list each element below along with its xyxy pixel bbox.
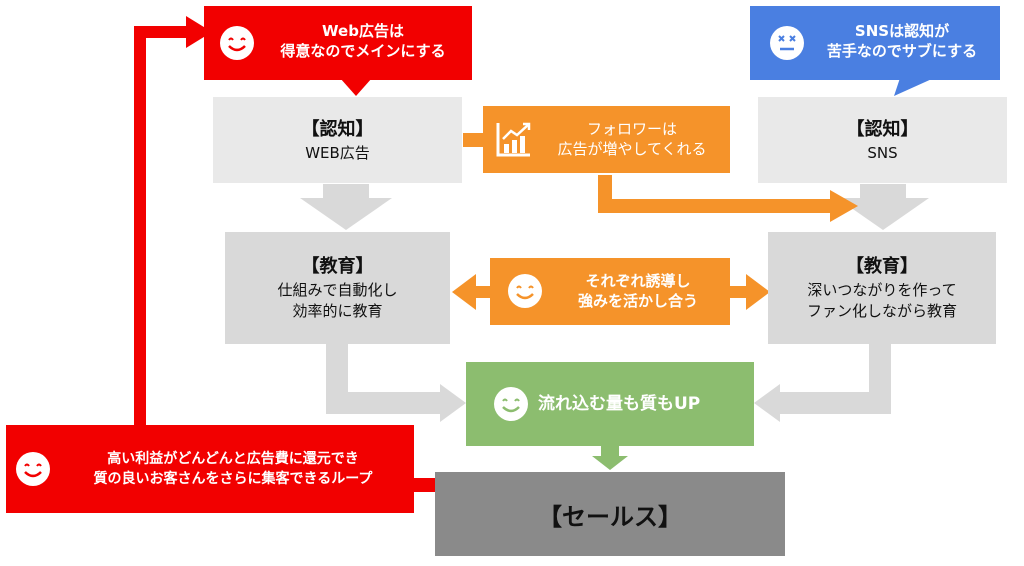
- follower-flow-arrowhead: [830, 190, 858, 222]
- sns-callout-tail: [894, 78, 934, 96]
- mutual-strength-box: それぞれ誘導し 強みを活かし合う: [490, 258, 730, 325]
- left-to-green-arrowhead: [440, 384, 466, 422]
- right-education-title: 【教育】: [846, 256, 918, 277]
- left-awareness-sub: WEB広告: [305, 143, 370, 162]
- right-to-green-line: [778, 344, 891, 414]
- smile-face-icon: [16, 452, 50, 486]
- left-awareness-title: 【認知】: [301, 118, 374, 140]
- right-to-green-arrowhead: [754, 384, 780, 422]
- loop-line2: 質の良いお客さんをさらに集客できるループ: [93, 471, 373, 487]
- left-education-line1: 仕組みで自動化し: [277, 281, 398, 299]
- web-callout-line2: 得意なのでメインにする: [280, 42, 446, 60]
- double-arrow-left-head: [452, 274, 476, 310]
- right-awareness-box: 【認知】 SNS: [758, 97, 1007, 183]
- sns-callout-line2: 苦手なのでサブにする: [826, 42, 978, 60]
- green-down-arrow: [592, 446, 628, 470]
- left-to-green-line: [326, 344, 442, 414]
- mutual-line1: それぞれ誘導し: [585, 272, 691, 290]
- left-education-title: 【教育】: [301, 256, 374, 277]
- smile-face-icon: [494, 387, 528, 421]
- loop-line1: 高い利益がどんどんと広告費に還元でき: [107, 451, 359, 467]
- smile-face-icon: [220, 26, 254, 60]
- loop-return-line: [134, 26, 188, 425]
- dizzy-face-icon: [770, 26, 804, 60]
- right-education-line1: 深いつながりを作って: [807, 281, 957, 299]
- follower-flow-line: [598, 175, 835, 213]
- right-education-line2: ファン化しながら教育: [806, 302, 957, 320]
- right-awareness-sub: SNS: [867, 143, 898, 162]
- web-callout-tail: [340, 78, 372, 96]
- smile-face-icon: [508, 274, 542, 308]
- left-down-arrow: [300, 184, 392, 230]
- left-education-line2: 効率的に教育: [292, 302, 383, 320]
- web-callout-line1: Web広告は: [322, 22, 404, 40]
- left-education-box: 【教育】 仕組みで自動化し 効率的に教育: [225, 232, 450, 344]
- mutual-line2: 強みを活かし合う: [577, 292, 698, 310]
- right-awareness-title: 【認知】: [846, 118, 919, 140]
- follower-box: フォロワーは 広告が増やしてくれる: [483, 106, 730, 173]
- web-ad-callout: Web広告は 得意なのでメインにする: [204, 6, 472, 80]
- right-education-box: 【教育】 深いつながりを作って ファン化しながら教育: [768, 232, 996, 344]
- sales-box: 【セールス】: [435, 472, 785, 556]
- profit-loop-box: 高い利益がどんどんと広告費に還元でき 質の良いお客さんをさらに集客できるループ: [6, 425, 414, 513]
- sns-callout: SNSは認知が 苦手なのでサブにする: [750, 6, 1000, 80]
- double-arrow-right-head: [746, 274, 770, 310]
- quality-up-text: 流れ込む量も質もUP: [538, 394, 701, 414]
- loop-return-arrowhead: [186, 16, 212, 48]
- right-down-arrow: [837, 184, 929, 230]
- follower-line2: 広告が増やしてくれる: [557, 140, 707, 158]
- growth-chart-icon: [495, 120, 533, 158]
- quality-up-box: 流れ込む量も質もUP: [466, 362, 754, 446]
- sales-text: 【セールス】: [538, 502, 682, 531]
- left-awareness-box: 【認知】 WEB広告: [213, 97, 462, 183]
- sns-callout-line1: SNSは認知が: [854, 22, 950, 40]
- follower-left-tab: [463, 133, 483, 147]
- follower-line1: フォロワーは: [586, 120, 677, 138]
